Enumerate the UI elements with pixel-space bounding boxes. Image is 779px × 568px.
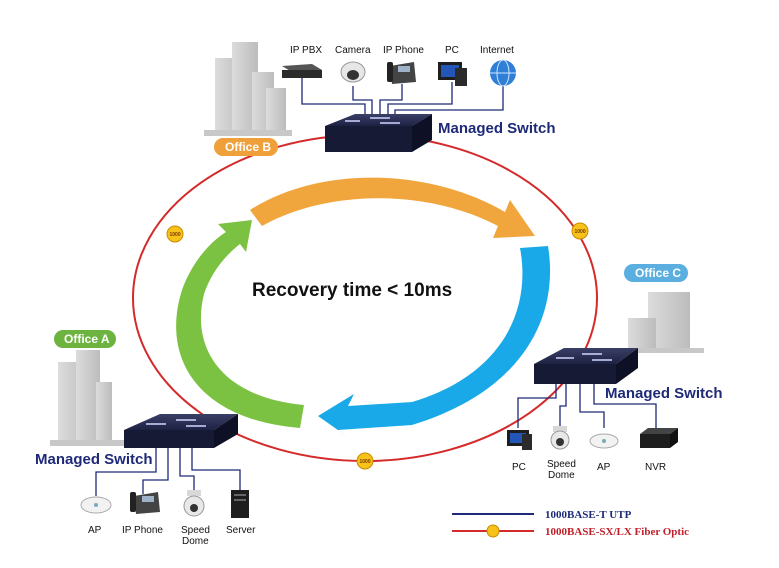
speed-dome-c-icon [550,426,570,450]
office-c-building-icon [616,292,704,353]
device-label-c-speed: Speed [547,459,576,470]
office-b-label: Office B [225,140,271,154]
device-label-a-server: Server [226,525,256,536]
office-c-badge: Office C [624,264,688,282]
office-b-wiring [301,78,504,118]
internet-globe-icon [490,59,516,87]
legend-fiber-badge [486,524,500,538]
office-b-badge: Office B [214,138,278,156]
pc-c-icon [507,430,532,450]
office-a-building-icon [50,350,126,446]
ip-pbx-icon [282,64,322,78]
fiber-badge-left: 1000 [166,225,184,243]
device-label-c-nvr: NVR [645,462,666,473]
switch-a-icon [124,414,238,448]
legend-utp-text: 1000BASE-T UTP [545,509,632,521]
switch-c-icon [534,348,638,384]
switch-b-label: Managed Switch [438,120,556,137]
office-a-wiring [95,448,241,496]
ap-a-icon [80,496,112,514]
ip-phone-icon [387,62,416,84]
server-icon [231,490,249,518]
fiber-badge-bottom-text: 1000 [360,459,371,465]
switch-c-label: Managed Switch [605,385,723,402]
recovery-time-text: Recovery time < 10ms [252,280,452,301]
switch-a-label: Managed Switch [35,451,153,468]
device-label-a-speed: Speed [181,525,210,536]
legend-fiber-text: 1000BASE-SX/LX Fiber Optic [545,526,689,538]
switch-b-icon [325,114,432,152]
legend: 1000BASE-T UTP 1000BASE-SX/LX Fiber Opti… [452,509,689,538]
device-label-pc: PC [445,45,459,56]
office-c-wiring [517,384,657,432]
camera-icon [340,61,366,83]
office-b-device-labels: IP PBX Camera IP Phone PC Internet [290,45,514,56]
speed-dome-a-icon [183,490,205,517]
device-label-c-dome: Dome [548,470,575,481]
device-label-c-pc: PC [512,462,526,473]
nvr-icon [640,428,678,448]
orange-arrow [250,177,535,238]
office-b-building-icon [204,42,292,136]
ip-phone-a-icon [130,492,160,514]
device-label-ip-pbx: IP PBX [290,45,322,56]
office-a-label: Office A [64,332,110,346]
office-c-device-labels: PC Speed Dome AP NVR [512,459,666,481]
ap-c-icon [589,433,619,449]
fiber-badge-right: 1000 [571,222,589,240]
device-label-ip-phone: IP Phone [383,45,424,56]
fiber-badge-left-text: 1000 [170,232,181,238]
fiber-badge-right-text: 1000 [575,229,586,235]
device-label-camera: Camera [335,45,371,56]
blue-arrow [318,246,551,440]
office-a-badge: Office A [54,330,116,348]
office-c-label: Office C [635,266,681,280]
device-label-c-ap: AP [597,462,611,473]
pc-icon [438,62,467,86]
device-label-a-ip-phone: IP Phone [122,525,163,536]
office-a-device-labels: AP IP Phone Speed Dome Server [88,525,256,547]
green-arrow [176,220,304,428]
recovery-arrows [176,177,551,440]
fiber-badge-bottom: 1000 [356,452,374,470]
device-label-internet: Internet [480,45,514,56]
device-label-a-dome: Dome [182,536,209,547]
device-label-a-ap: AP [88,525,102,536]
